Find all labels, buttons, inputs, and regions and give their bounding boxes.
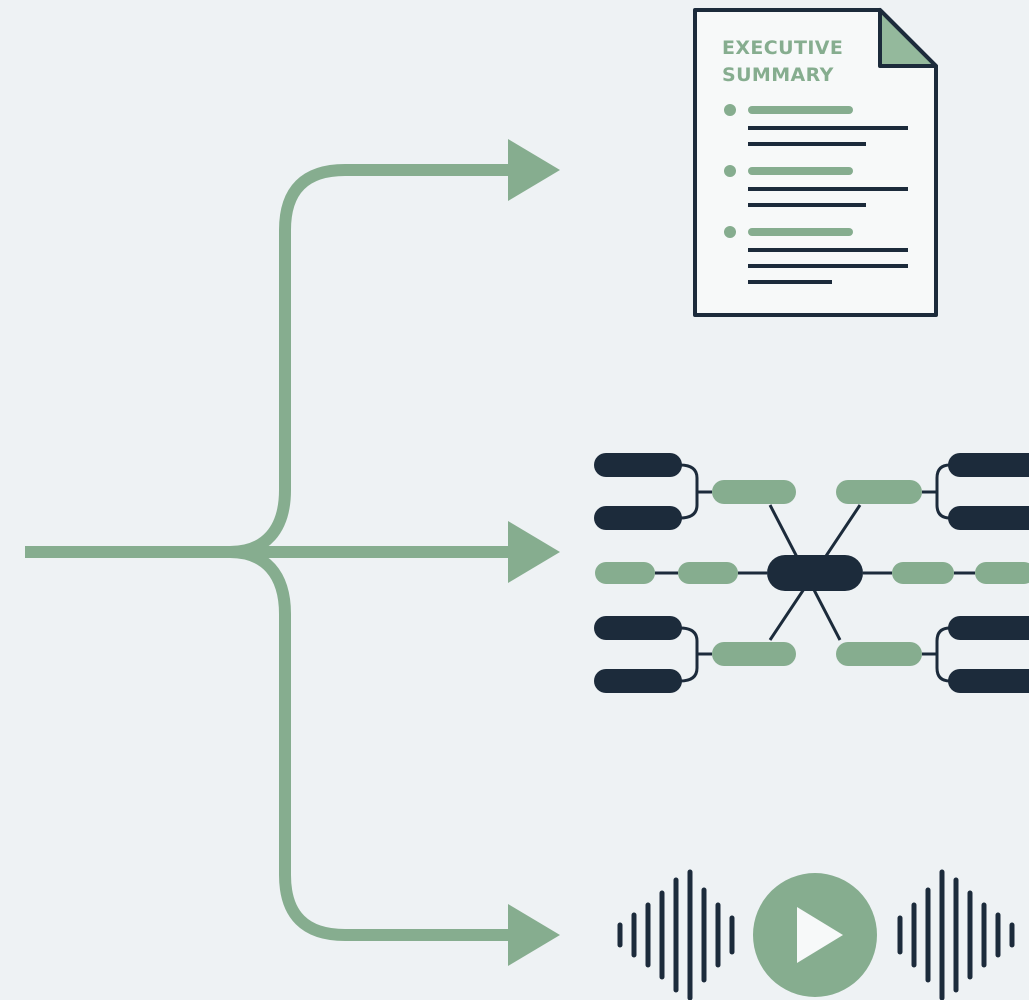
text-line (748, 142, 866, 146)
map-node-dark (594, 669, 682, 693)
text-line (748, 203, 866, 207)
map-node-green (712, 480, 796, 504)
document-title-line2: SUMMARY (722, 64, 834, 86)
play-triangle (797, 907, 843, 963)
bracket-right-bottom (935, 626, 951, 683)
bullet-dot (724, 226, 736, 238)
bullet-dot (724, 104, 736, 116)
waveform-left (617, 869, 735, 1000)
waveform-right (897, 869, 1015, 1000)
map-node-green (975, 562, 1029, 584)
map-node-dark (594, 616, 682, 640)
text-line (748, 248, 908, 252)
document-title-line1: EXECUTIVE (722, 37, 843, 59)
text-line (748, 187, 908, 191)
bracket-left-bottom (679, 626, 699, 683)
branch-top (229, 164, 515, 558)
mind-map-icon (594, 453, 1029, 693)
arrowhead-bottom (508, 904, 560, 966)
document-icon: EXECUTIVE SUMMARY (693, 8, 938, 317)
map-node-green (836, 480, 922, 504)
bracket-left-top (679, 463, 699, 520)
map-node-green (836, 642, 922, 666)
branch-bottom (229, 546, 515, 941)
arrowhead-middle (508, 521, 560, 583)
document-page (693, 8, 938, 317)
bracket-right-top (935, 463, 951, 520)
document-bullet-group-1 (724, 104, 908, 146)
document-bullet-group-3 (724, 226, 908, 284)
text-line (748, 126, 908, 130)
audio-play-icon (617, 869, 1015, 1000)
branching-arrows-icon (25, 164, 515, 941)
bullet-heading-bar (748, 228, 853, 236)
map-node-green (678, 562, 738, 584)
map-node-dark (948, 669, 1029, 693)
arrowhead-top (508, 139, 560, 201)
map-node-dark (948, 616, 1029, 640)
map-node-green (712, 642, 796, 666)
central-node (767, 555, 863, 591)
map-node-dark (948, 506, 1029, 530)
text-line (748, 280, 832, 284)
document-bullet-group-2 (724, 165, 908, 207)
map-node-green (595, 562, 655, 584)
bullet-heading-bar (748, 106, 853, 114)
document-fold (878, 8, 938, 68)
text-line (748, 264, 908, 268)
map-node-dark (948, 453, 1029, 477)
map-node-green (892, 562, 954, 584)
map-node-dark (594, 506, 682, 530)
map-node-dark (594, 453, 682, 477)
bullet-heading-bar (748, 167, 853, 175)
bullet-dot (724, 165, 736, 177)
